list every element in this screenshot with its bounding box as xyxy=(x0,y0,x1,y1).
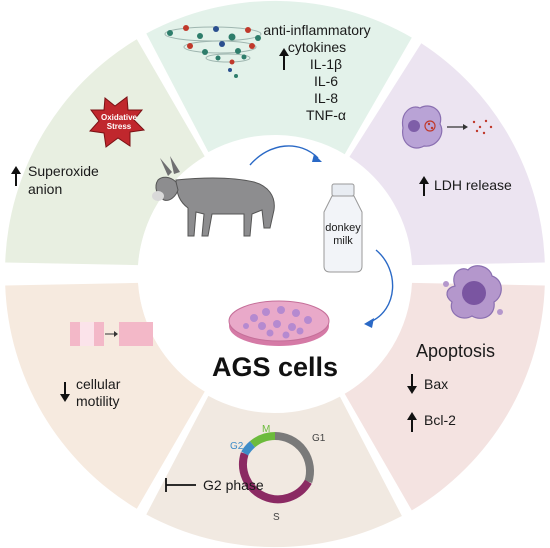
cytokine-line-3: IL-1β xyxy=(309,56,343,72)
petri-dish-icon xyxy=(228,300,330,346)
cytokine-line-6: TNF-α xyxy=(306,107,346,123)
cytokine-line-4: IL-6 xyxy=(313,73,339,89)
badge-line-1: Oxidative xyxy=(100,113,137,122)
badge-line-2: Stress xyxy=(106,122,132,131)
down-arrow-icon xyxy=(60,382,70,402)
milk-line-1: donkey xyxy=(325,222,361,234)
cell-cycle-ring xyxy=(239,432,314,504)
milk-bottle-icon xyxy=(323,183,363,273)
up-arrow-icon xyxy=(419,176,429,196)
up-arrow-icon xyxy=(279,48,289,70)
up-arrow-icon xyxy=(407,412,417,432)
segment-bottom-left xyxy=(5,282,206,509)
cycle-label-s: S xyxy=(273,512,280,523)
segment-bottom-right xyxy=(344,282,545,511)
down-arrow-icon xyxy=(407,374,417,394)
cycle-label-g1: G1 xyxy=(312,433,326,444)
outer-ring xyxy=(5,0,545,548)
bax-label: Bax xyxy=(424,376,449,392)
segment-top-right xyxy=(349,43,545,266)
cycle-arc-g2 xyxy=(241,441,256,456)
cytokine-label-block: anti-inflammatory cytokines IL-1β IL-6 I… xyxy=(256,22,378,124)
cycle-arc-m xyxy=(249,432,276,448)
cycle-label-g2: G2 xyxy=(230,441,244,452)
ldh-release-label: LDH release xyxy=(434,177,512,193)
ldh-cell-icon xyxy=(401,105,493,149)
cycle-arc-g1 xyxy=(274,432,314,484)
donkey-icon xyxy=(152,156,275,237)
wound-healing-icon xyxy=(70,322,153,346)
g2-arrest-icon xyxy=(165,478,196,492)
cytokine-line-2: cytokines xyxy=(287,39,347,55)
segment-top xyxy=(146,0,412,155)
bcl2-label: Bcl-2 xyxy=(424,412,456,428)
cycle-arc-s xyxy=(239,452,312,504)
flow-arrowhead xyxy=(312,154,322,162)
cytokine-line-5: IL-8 xyxy=(313,90,339,106)
superoxide-line-1: Superoxide xyxy=(28,163,99,179)
segment-top-left xyxy=(5,39,206,266)
motility-label-block: cellular motility xyxy=(76,376,120,410)
apoptosis-title: Apoptosis xyxy=(416,341,496,361)
ags-cells-title: AGS cells xyxy=(211,352,339,382)
flow-arrow-milk-to-cells xyxy=(369,249,394,323)
milk-label: donkey milk xyxy=(324,222,362,248)
motility-line-2: motility xyxy=(76,393,120,409)
cytokine-line-1: anti-inflammatory xyxy=(263,22,371,38)
superoxide-line-2: anion xyxy=(28,181,63,197)
oxidative-stress-badge xyxy=(89,96,146,148)
oxidative-stress-badge-text: Oxidative Stress xyxy=(92,113,146,131)
apoptotic-cell-icon xyxy=(443,265,503,319)
cycle-label-m: M xyxy=(262,424,271,435)
motility-line-1: cellular xyxy=(76,376,121,392)
superoxide-label-block: Superoxide anion xyxy=(28,162,99,198)
segment-bottom xyxy=(146,395,402,548)
cytokine-tornado-icon xyxy=(164,25,262,78)
up-arrow-icon xyxy=(11,166,21,186)
g2-phase-label: G2 phase xyxy=(203,477,264,493)
flow-arrow-donkey-to-milk xyxy=(249,145,319,166)
milk-line-2: milk xyxy=(333,235,353,247)
flow-arrowhead xyxy=(364,318,374,328)
